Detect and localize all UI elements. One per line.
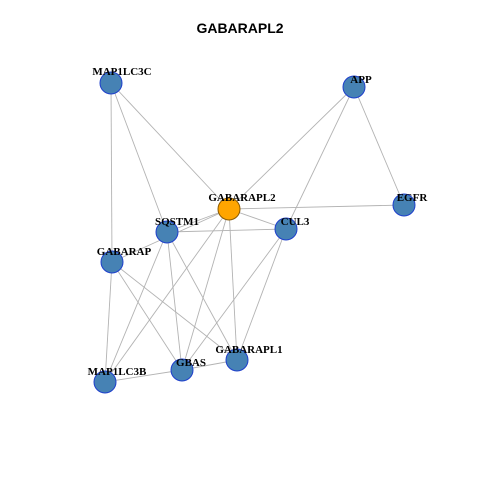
node-map1lc3b (93, 370, 117, 394)
edge-gabarapl2-gbas (181, 208, 230, 371)
node-map1lc3c (99, 71, 123, 95)
edge-app-gabarapl2 (228, 86, 355, 210)
node-label-sqstm1: SQSTM1 (155, 216, 199, 228)
edge-gabarapl2-egfr (228, 204, 405, 210)
edge-cul3-gabarapl1 (236, 228, 287, 361)
node-gabarap (100, 250, 124, 274)
node-label-egfr: EGFR (397, 192, 429, 204)
node-label-map1lc3b: MAP1LC3B (88, 366, 147, 378)
edge-gabarap-gabarapl1 (111, 261, 238, 361)
node-layer (93, 71, 416, 394)
node-gabarapl1 (225, 348, 249, 372)
node-sqstm1 (155, 220, 179, 244)
edge-sqstm1-gabarapl1 (166, 231, 238, 361)
edge-layer (104, 82, 405, 383)
edge-map1lc3c-sqstm1 (110, 82, 168, 233)
node-label-gabarapl2: GABARAPL2 (208, 192, 276, 204)
node-app (342, 75, 366, 99)
node-cul3 (274, 217, 298, 241)
edge-sqstm1-gbas (166, 231, 183, 371)
edge-sqstm1-map1lc3b (104, 231, 168, 383)
node-label-cul3: CUL3 (281, 216, 310, 228)
edge-gabarapl2-map1lc3b (104, 208, 230, 383)
node-gbas (170, 358, 194, 382)
node-label-app: APP (350, 74, 372, 86)
node-label-map1lc3c: MAP1LC3C (92, 66, 151, 78)
edge-map1lc3b-gbas (104, 369, 183, 383)
node-gabarapl2 (217, 197, 241, 221)
edge-app-egfr (353, 86, 405, 206)
edge-map1lc3c-gabarap (110, 82, 113, 263)
label-layer: GABARAPL2 MAP1LC3C APP EGFR SQSTM1 CUL3GABARA… (88, 66, 429, 378)
node-egfr (392, 193, 416, 217)
edge-gabarap-map1lc3b (104, 261, 113, 383)
node-label-gbas: GBAS (176, 357, 206, 369)
edge-gabarapl2-gabarapl1 (228, 208, 238, 361)
node-label-gabarapl1: GABARAPL1 (215, 344, 282, 356)
edge-map1lc3c-gabarapl2 (110, 82, 230, 210)
edge-sqstm1-cul3 (166, 228, 287, 233)
edge-gabarap-gbas (111, 261, 183, 371)
node-label-gabarap: GABARAP (97, 246, 152, 258)
edge-app-cul3 (285, 86, 355, 230)
graph-title: GABARAPL2 (196, 20, 284, 36)
edge-cul3-gbas (181, 228, 287, 371)
